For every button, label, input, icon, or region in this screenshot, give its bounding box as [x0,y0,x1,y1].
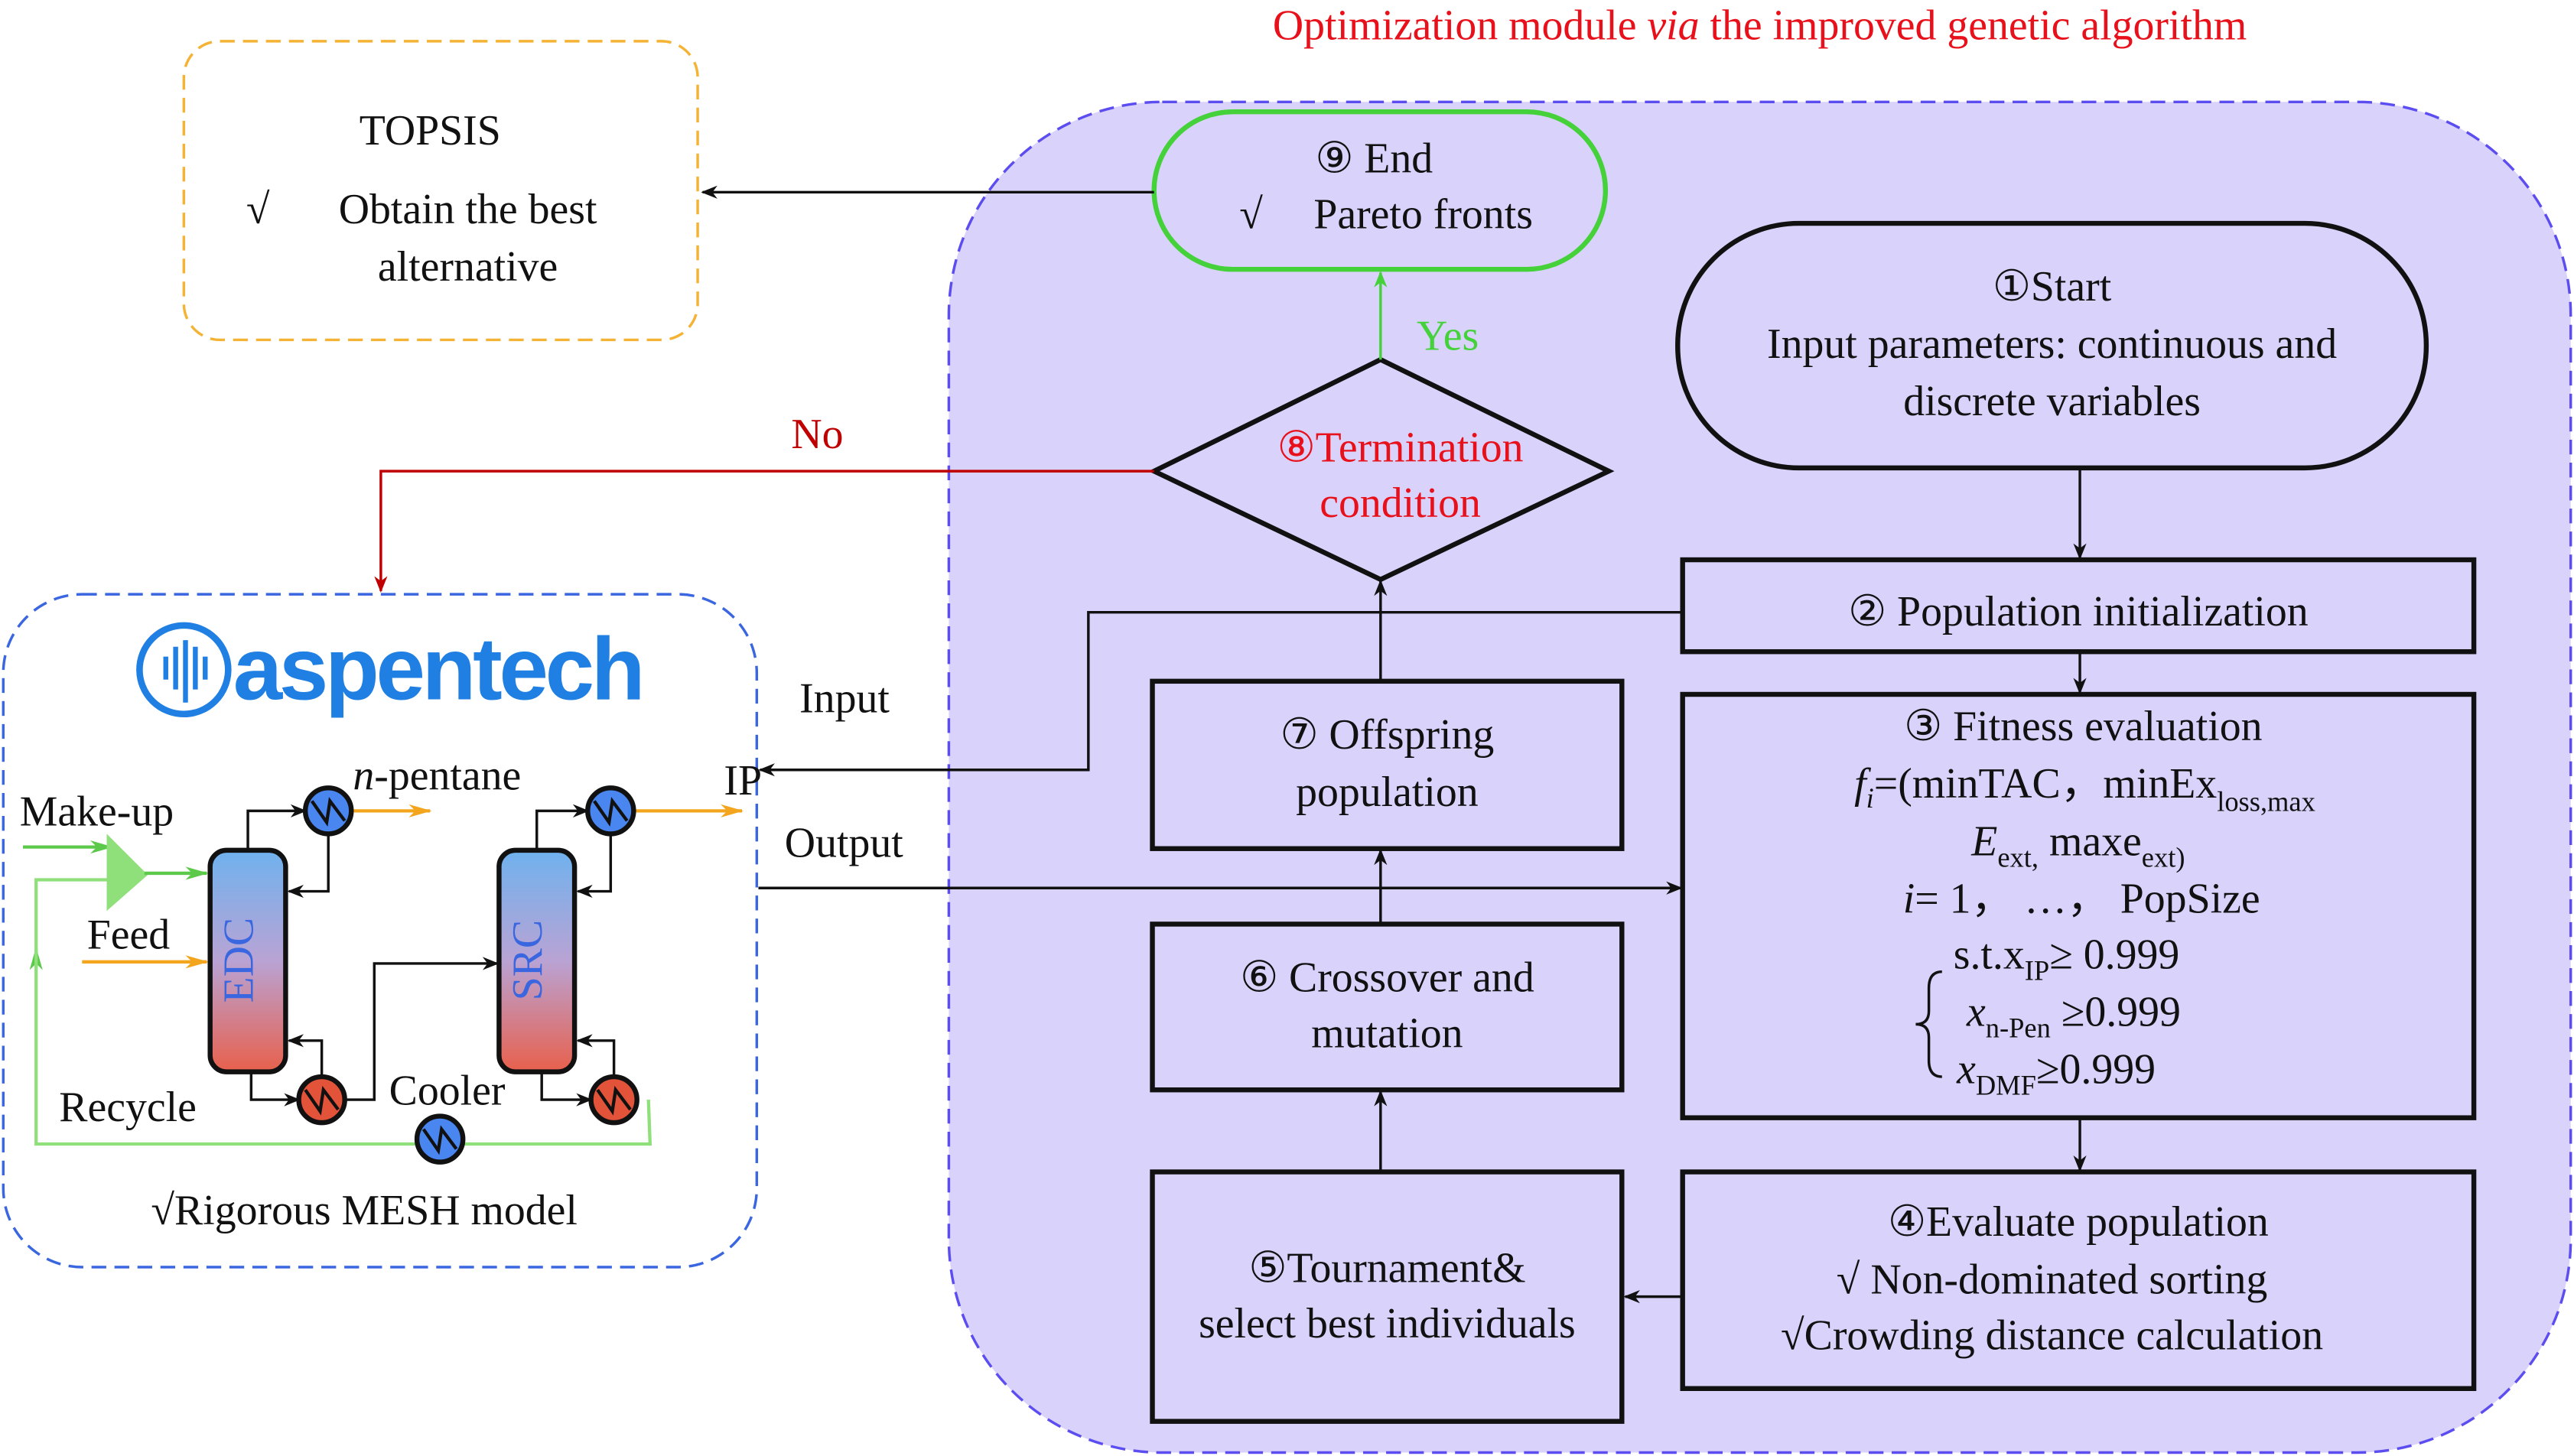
offspring-population-box: ⑦ Offspring population [1150,678,1625,851]
box-text: √ Non-dominated sorting [1837,1256,2268,1303]
topsis-box: TOPSIS √ Obtain the best alternative [182,40,699,342]
check-icon: √ [246,186,270,233]
recycle-label: Recycle [59,1084,197,1131]
constraint-npen: xn-Pen ≥0.999 [1966,989,2181,1044]
fitness-function: fi=(minTAC，minExloss,max [1854,760,2315,817]
cooler-label: Cooler [389,1068,506,1115]
no-label: No [791,411,843,458]
constraint-ip: s.t.xIP≥ 0.999 [1954,931,2180,986]
src-column: SRC [496,847,578,1074]
box-title: ⑥ Crossover and [1240,954,1534,1001]
end-node: ⑨ End √ Pareto fronts [1151,109,1609,272]
start-text: discrete variables [1903,378,2201,425]
start-title: ①Start [1993,263,2112,310]
makeup-label: Make-up [20,788,174,836]
ip-label: IP [724,757,762,804]
constraint-dmf: xDMF≥0.999 [1956,1046,2156,1101]
npentane-label: n-pentane [353,752,521,799]
aspentech-logo: aspentech [136,619,646,718]
module-title: Optimization module via the improved gen… [1273,2,2247,50]
topsis-text: alternative [378,243,558,291]
box-text: mutation [1311,1009,1463,1057]
flow-arrows [374,185,2087,1304]
termination-text: ⑧Termination [1277,424,1524,471]
end-text: Pareto fronts [1313,191,1533,239]
population-initialization-box: ② Population initialization [1680,557,2477,655]
tournament-box: ⑤Tournament& select best individuals [1150,1169,1625,1424]
box-text: √Crowding distance calculation [1781,1311,2323,1359]
box-label: ② Population initialization [1848,588,2309,635]
condenser-icon [302,785,354,837]
svg-text:aspentech: aspentech [233,619,643,718]
box-text: population [1296,769,1479,816]
termination-decision: ⑧Termination condition [1148,356,1615,583]
start-text: Input parameters: continuous and [1767,320,2337,368]
check-icon: √ [1239,191,1263,239]
condenser-icon [585,785,636,837]
fitness-function-cont: Eext, maxeext) [1970,817,2185,873]
aspen-simulation-box: aspentech IP Make-up Feed Recycle Cooler… [2,593,762,1269]
input-label: Input [799,675,890,723]
brace [1915,970,1942,1078]
topsis-title: TOPSIS [360,107,501,154]
edc-column: EDC [207,847,288,1074]
mesh-model-label: √Rigorous MESH model [151,1187,577,1234]
svg-text:SRC: SRC [504,920,552,1000]
fitness-evaluation-box: ③ Fitness evaluation fi=(minTAC，minExlos… [1680,691,2477,1120]
reboiler-icon [296,1074,347,1126]
end-title: ⑨ End [1315,135,1433,183]
box-title: ④Evaluate population [1888,1198,2269,1246]
index-range: i= 1， …， PopSize [1903,875,2260,922]
box-title: ⑤Tournament& [1248,1244,1525,1292]
feed-label: Feed [87,912,171,959]
termination-text: condition [1320,479,1481,527]
svg-text:EDC: EDC [215,918,262,1003]
yes-label: Yes [1417,312,1479,359]
box-title: ③ Fitness evaluation [1904,703,2262,750]
box-title: ⑦ Offspring [1280,711,1494,759]
cooler-icon [414,1113,466,1165]
output-label: Output [785,819,903,866]
evaluate-population-box: ④Evaluate population √ Non-dominated sor… [1680,1169,2477,1392]
mixer-icon [106,834,148,912]
reboiler-icon [588,1074,639,1126]
topsis-text: Obtain the best [339,186,597,233]
start-node: ①Start Input parameters: continuous and … [1675,220,2429,471]
crossover-mutation-box: ⑥ Crossover and mutation [1150,921,1625,1093]
box-text: select best individuals [1199,1300,1576,1347]
